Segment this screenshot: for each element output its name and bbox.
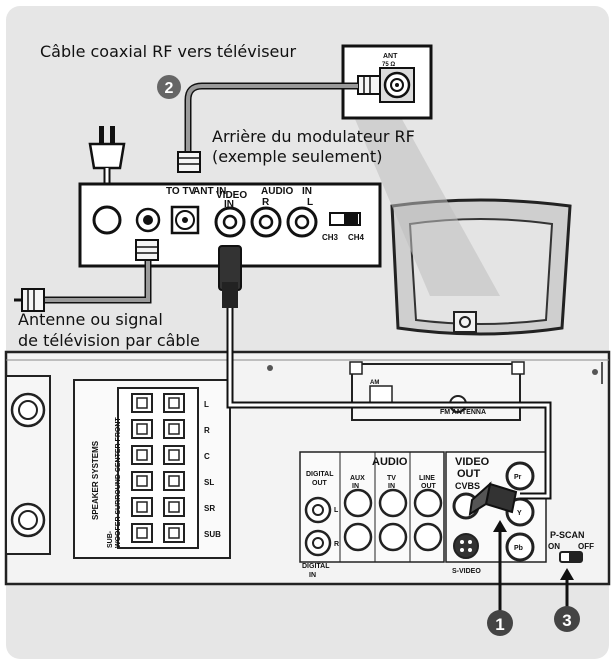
modulator-audio-label: AUDIO <box>261 186 293 197</box>
speaker-terminal-hole <box>168 397 180 409</box>
speaker-terminal-hole <box>136 423 148 435</box>
audio-jack-r-label: R <box>334 541 339 548</box>
speaker-terminal-hole <box>136 501 148 513</box>
am-antenna-label: AM <box>370 380 379 386</box>
speaker-channel-sl: SL <box>204 478 214 487</box>
speaker-channel-r: R <box>204 426 210 435</box>
coax-cable-label: Câble coaxial RF vers téléviseur <box>40 42 297 61</box>
digital-in-label-1: DIGITAL <box>302 563 330 570</box>
speaker-channel-sr: SR <box>204 504 215 513</box>
fm-antenna-label: FM ANTENNA <box>440 409 486 416</box>
digital-in-label-2: IN <box>309 572 316 579</box>
speaker-terminal-hole <box>168 475 180 487</box>
p-scan-off-label: OFF <box>578 542 594 551</box>
video-out-label-1: VIDEO <box>455 456 490 468</box>
aux-in-label-2: IN <box>352 483 359 490</box>
modulator-ant-in-label: ANT IN <box>193 186 226 197</box>
modulator-ch3-label: CH3 <box>322 233 339 242</box>
antenna-label-line1: Antenne ou signal <box>18 310 163 329</box>
step-1-callout: 1 <box>487 520 513 636</box>
pr-label: Pr <box>514 474 522 481</box>
step-2-badge: 2 <box>157 75 181 99</box>
speaker-terminal-hole <box>136 397 148 409</box>
modulator-ch4-label: CH4 <box>348 233 365 242</box>
modulator-to-tv-label: TO TV <box>166 186 196 197</box>
modulator-audio-in-label: IN <box>302 186 312 197</box>
audio-jack-l-label: L <box>334 507 339 514</box>
digital-out-label-1: DIGITAL <box>306 471 334 478</box>
p-scan-on-label: ON <box>548 542 560 551</box>
speaker-terminal-hole <box>136 527 148 539</box>
tv-ant-label: ANT <box>383 53 398 60</box>
tv-in-label-1: TV <box>387 475 396 482</box>
modulator-example-label: (exemple seulement) <box>212 147 382 166</box>
speaker-terminal-hole <box>168 423 180 435</box>
television <box>352 112 572 336</box>
modulator-video-label: VIDEO <box>216 190 247 201</box>
speaker-terminal-hole <box>168 527 180 539</box>
antenna-cable <box>14 239 159 312</box>
speaker-positions-label: WOOFER SURROUND CENTER FRONT <box>115 417 122 548</box>
step-1-number: 1 <box>495 615 504 634</box>
speaker-sub-label: SUB- <box>107 530 114 548</box>
speaker-terminals <box>131 393 185 543</box>
p-scan-label: P-SCAN <box>550 530 585 540</box>
coax-cable <box>186 84 358 158</box>
audio-section-label: AUDIO <box>372 456 408 468</box>
s-video-label: S-VIDEO <box>452 568 481 575</box>
aux-in-label-1: AUX <box>350 475 365 482</box>
speaker-channel-sub: SUB <box>204 530 221 539</box>
modulator-video-in-label: IN <box>224 199 234 210</box>
speaker-channel-l: L <box>204 400 209 409</box>
coax-plug-tv <box>357 75 381 95</box>
step-3-number: 3 <box>562 611 571 630</box>
video-out-label-2: OUT <box>457 468 481 480</box>
speaker-systems-label: SPEAKER SYSTEMS <box>91 440 100 520</box>
tv-in-label-2: IN <box>388 483 395 490</box>
speaker-channel-labels: L R C SL SR SUB <box>204 400 221 539</box>
speaker-channel-c: C <box>204 452 210 461</box>
digital-out-label-2: OUT <box>312 480 328 487</box>
speaker-terminal-hole <box>136 449 148 461</box>
cvbs-label: CVBS <box>455 481 480 491</box>
y-label: Y <box>517 510 522 517</box>
coax-plug-modulator <box>177 151 201 173</box>
antenna-label-line2: de télévision par câble <box>18 331 200 350</box>
speaker-terminal-hole <box>136 475 148 487</box>
line-out-label-2: OUT <box>421 483 437 490</box>
pb-label: Pb <box>514 545 523 552</box>
modulator-audio-l-label: L <box>307 197 313 208</box>
tv-antenna-panel: ANT 75 Ω <box>341 44 433 120</box>
line-out-label-1: LINE <box>419 475 435 482</box>
speaker-terminal-hole <box>168 501 180 513</box>
step-3-callout: 3 <box>554 568 580 632</box>
modulator-audio-r-label: R <box>262 197 270 208</box>
video-cable <box>218 245 552 516</box>
speaker-terminal-hole <box>168 449 180 461</box>
tv-ant-sub: 75 Ω <box>382 62 395 68</box>
step-2-number: 2 <box>165 80 174 97</box>
modulator-rear-label: Arrière du modulateur RF <box>212 127 415 146</box>
